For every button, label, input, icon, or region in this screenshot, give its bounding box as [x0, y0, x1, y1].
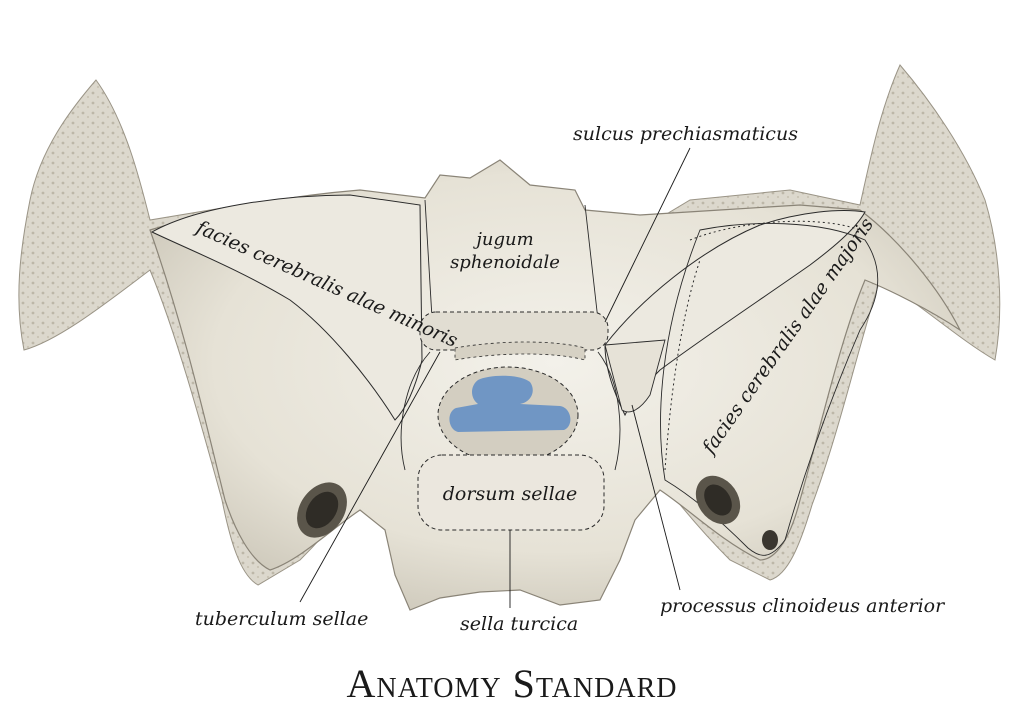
tuberculum-outline — [400, 351, 431, 471]
leader-clinoid — [631, 404, 681, 591]
label-tuberculum-sellae: tuberculum sellae — [195, 608, 368, 630]
clinoid-outline — [597, 351, 621, 471]
label-processus-clinoideus: processus clinoideus anterior — [660, 595, 946, 617]
leader-sulcus — [604, 147, 691, 323]
anterior-clinoid-right — [604, 339, 666, 413]
fossa-highlight — [449, 375, 571, 432]
leader-tuberculum — [299, 351, 441, 603]
foramen-left-inner — [305, 491, 339, 529]
brand-logo-text: Anatomy Standard — [346, 661, 678, 706]
label-sphenoidale: sphenoidale — [450, 252, 560, 273]
facies-majoris-dotted-2 — [664, 259, 701, 471]
label-sulcus-prechiasmaticus: sulcus prechiasmaticus — [573, 123, 798, 145]
tuberculum-ridge — [454, 341, 586, 361]
facies-majoris-region — [660, 222, 879, 556]
label-jugum: jugum — [472, 229, 533, 250]
foramen-right-inner — [704, 484, 732, 516]
facies-majoris-dotted — [689, 220, 861, 241]
label-sella-turcica: sella turcica — [460, 613, 578, 635]
dorsum-sellae-shape — [417, 454, 605, 531]
brand-footer: Anatomy Standard — [0, 660, 1024, 707]
lesser-wing-left — [150, 194, 423, 421]
foramen-small-right — [762, 530, 778, 550]
label-dorsum-sellae: dorsum sellae — [443, 483, 577, 505]
